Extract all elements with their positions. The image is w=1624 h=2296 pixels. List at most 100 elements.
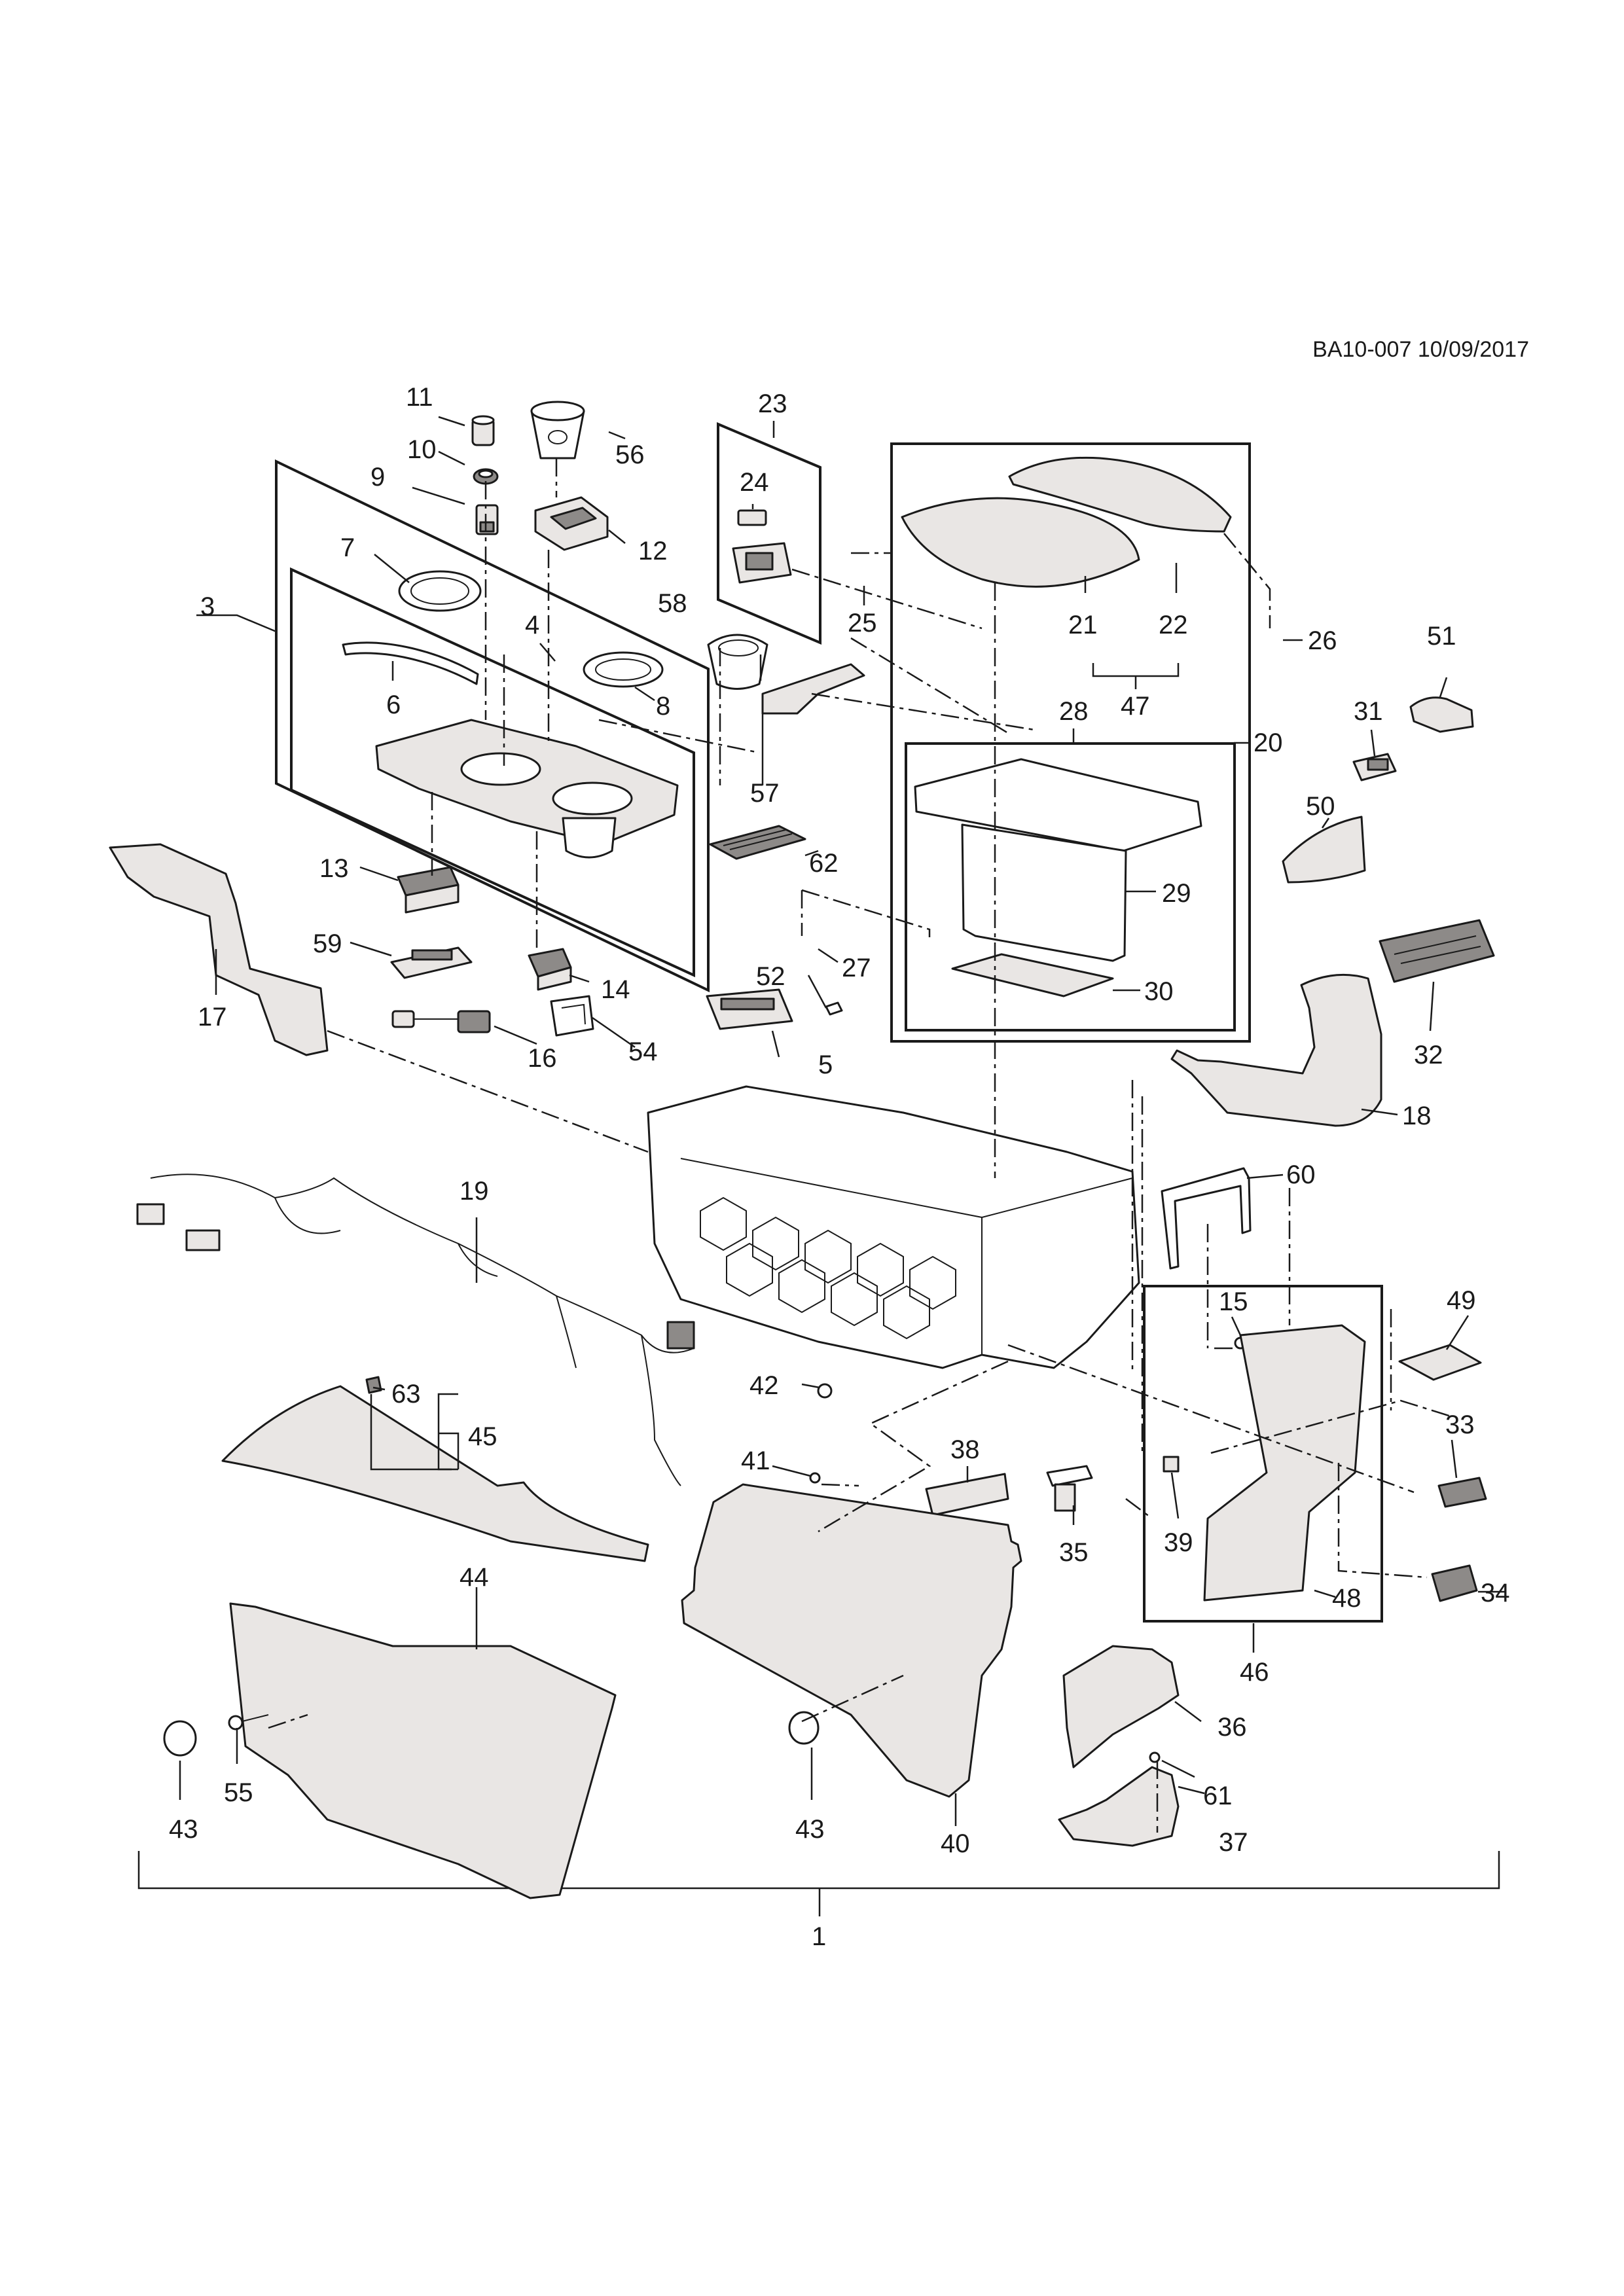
part-50-bezel [1282, 816, 1366, 884]
part-54-bracket [550, 995, 594, 1037]
part-58-cup-holder [707, 634, 768, 690]
diagram-reference: BA10-007 10/09/2017 [1312, 337, 1529, 362]
callout-31: 31 [1354, 697, 1383, 726]
part-45-side-trim [221, 1385, 649, 1562]
callout-24: 24 [740, 468, 769, 497]
part-5-switch-panel [706, 988, 793, 1030]
callout-34: 34 [1481, 1579, 1510, 1607]
callout-51: 51 [1427, 622, 1456, 651]
callout-labels: 11 10 9 7 3 4 56 12 8 6 13 59 17 14 16 5… [169, 383, 1510, 1951]
callout-5: 5 [818, 1050, 833, 1079]
part-42-screw [817, 1383, 833, 1399]
callout-38: 38 [950, 1435, 980, 1464]
callout-36: 36 [1218, 1713, 1247, 1742]
callout-54: 54 [628, 1037, 658, 1066]
callout-6: 6 [386, 691, 401, 719]
part-30-bin-mat [951, 953, 1114, 997]
callout-14: 14 [601, 975, 630, 1004]
part-7-gasket [398, 570, 482, 612]
part-16-sensor [391, 1010, 491, 1033]
callout-49: 49 [1447, 1286, 1476, 1315]
part-37-bracket [1058, 1766, 1180, 1847]
part-19-wiring-harness [136, 1174, 695, 1486]
part-22-lid-top [1008, 456, 1232, 533]
part-6-trim-strip [342, 641, 479, 685]
callout-26: 26 [1308, 626, 1337, 655]
part-57-trim [761, 663, 865, 715]
part-9-socket [475, 504, 499, 535]
callout-55: 55 [224, 1778, 253, 1807]
part-44-side-panel [229, 1602, 617, 1899]
callout-21: 21 [1068, 611, 1098, 639]
callout-44: 44 [460, 1563, 489, 1592]
part-13-switch [397, 866, 460, 914]
part-40-side-panel [681, 1483, 1022, 1798]
callout-56: 56 [615, 440, 645, 469]
assembly-centerlines [268, 458, 1454, 1833]
part-63-clip [365, 1376, 382, 1394]
callout-15: 15 [1219, 1287, 1248, 1316]
part-35-bracket [1046, 1465, 1093, 1512]
callout-41: 41 [741, 1446, 770, 1475]
leader-lines [179, 416, 1506, 1826]
part-56-cup-holder [530, 401, 585, 459]
part-14-switch [528, 948, 572, 991]
callout-16: 16 [528, 1044, 557, 1073]
callout-57: 57 [750, 779, 780, 808]
callout-22: 22 [1159, 611, 1188, 639]
callout-28: 28 [1059, 697, 1089, 726]
frame-group-23 [717, 422, 821, 645]
callout-17: 17 [198, 1003, 227, 1031]
part-59-switch-bank [390, 946, 473, 979]
part-51-cover [1409, 696, 1474, 733]
part-39-clip [1163, 1456, 1180, 1473]
callout-42: 42 [749, 1371, 779, 1400]
bracket-assembly-1 [137, 1851, 1500, 1916]
part-4-console-top-plate [375, 719, 679, 859]
callout-25: 25 [848, 609, 877, 637]
part-43-plug-right [788, 1711, 820, 1745]
part-48-rear-panel [1203, 1324, 1366, 1602]
part-55-push-pin [228, 1714, 269, 1731]
callout-60: 60 [1286, 1160, 1316, 1189]
part-18-rear-trim [1170, 973, 1382, 1127]
callout-52: 52 [756, 962, 785, 991]
part-12-shifter-bezel [534, 496, 609, 551]
part-38-cover [925, 1473, 1009, 1516]
callout-59: 59 [313, 929, 342, 958]
frame-group-28 [905, 742, 1236, 1031]
callout-35: 35 [1059, 1538, 1089, 1567]
callout-18: 18 [1402, 1102, 1432, 1130]
callout-8: 8 [656, 692, 670, 721]
part-29-storage-bin [914, 758, 1202, 962]
part-17-side-trim [109, 843, 329, 1056]
frame-group-3 [275, 459, 710, 993]
part-31-outlet [1352, 753, 1397, 781]
callout-30: 30 [1144, 977, 1174, 1006]
callout-43-left: 43 [169, 1815, 198, 1844]
callout-3: 3 [200, 592, 215, 621]
callout-58: 58 [658, 589, 687, 618]
part-23-latch [732, 542, 792, 584]
callout-29: 29 [1162, 879, 1191, 908]
callout-62: 62 [809, 849, 839, 878]
callout-33: 33 [1445, 1410, 1475, 1439]
callout-9: 9 [370, 463, 385, 492]
part-11-knob [471, 415, 495, 446]
callout-45: 45 [468, 1422, 497, 1451]
callout-50: 50 [1306, 792, 1335, 821]
callout-23: 23 [758, 389, 787, 418]
part-36-bracket [1062, 1645, 1180, 1768]
callout-48: 48 [1332, 1584, 1362, 1613]
callout-19: 19 [460, 1177, 489, 1206]
callout-32: 32 [1414, 1041, 1443, 1069]
part-60-bracket [1161, 1167, 1252, 1270]
part-49-mat [1398, 1344, 1482, 1381]
part-52-screw [825, 1001, 843, 1016]
callout-61: 61 [1203, 1782, 1233, 1810]
part-33-outlet [1437, 1477, 1487, 1508]
part-43-plug-left [163, 1720, 197, 1757]
frame-group-46 [1143, 1285, 1383, 1623]
callout-7: 7 [340, 533, 355, 562]
